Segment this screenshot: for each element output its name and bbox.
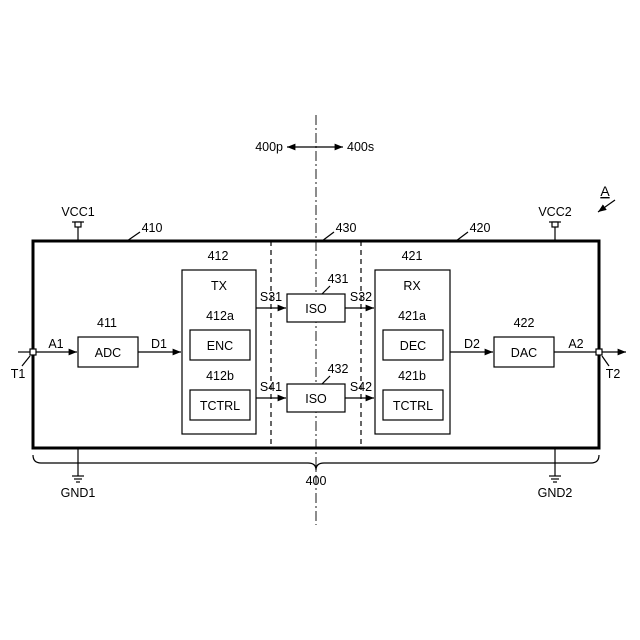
gnd2-label: GND2 bbox=[538, 486, 573, 500]
iso1-ref: 431 bbox=[328, 272, 349, 286]
rx-ref: 421 bbox=[402, 249, 423, 263]
rx-label: RX bbox=[403, 279, 421, 293]
direction-right-label: 400s bbox=[347, 140, 374, 154]
dac-label: DAC bbox=[511, 346, 537, 360]
figure-label: A bbox=[600, 183, 610, 199]
gnd1-label: GND1 bbox=[61, 486, 96, 500]
t1-terminal bbox=[30, 349, 36, 355]
t2-terminal bbox=[596, 349, 602, 355]
vcc2-pin bbox=[552, 222, 558, 227]
d1-label: D1 bbox=[151, 337, 167, 351]
tx-label: TX bbox=[211, 279, 228, 293]
t1-label: T1 bbox=[11, 367, 26, 381]
iso1-label: ISO bbox=[305, 302, 327, 316]
rx-tctrl-label: TCTRL bbox=[393, 399, 433, 413]
s32-label: S32 bbox=[350, 290, 372, 304]
iso2-ref: 432 bbox=[328, 362, 349, 376]
chip-420-label: 420 bbox=[470, 221, 491, 235]
a1-label: A1 bbox=[48, 337, 63, 351]
t2-leader bbox=[602, 356, 609, 366]
chip-430-label: 430 bbox=[336, 221, 357, 235]
adc-ref: 411 bbox=[97, 316, 117, 330]
iso2-label: ISO bbox=[305, 392, 327, 406]
vcc1-label: VCC1 bbox=[61, 205, 94, 219]
dec-label: DEC bbox=[400, 339, 426, 353]
dac-ref: 422 bbox=[514, 316, 535, 330]
enc-ref: 412a bbox=[206, 309, 234, 323]
tx-tctrl-label: TCTRL bbox=[200, 399, 240, 413]
a2-label: A2 bbox=[568, 337, 583, 351]
tx-ref: 412 bbox=[208, 249, 229, 263]
s41-label: S41 bbox=[260, 380, 282, 394]
device-label: 400 bbox=[306, 474, 327, 488]
iso1-leader bbox=[322, 286, 330, 294]
rx-tctrl-ref: 421b bbox=[398, 369, 426, 383]
t2-label: T2 bbox=[606, 367, 621, 381]
adc-label: ADC bbox=[95, 346, 121, 360]
direction-left-label: 400p bbox=[255, 140, 283, 154]
chip-410-label: 410 bbox=[142, 221, 163, 235]
dec-ref: 421a bbox=[398, 309, 426, 323]
figure-label-arrow bbox=[598, 200, 615, 212]
vcc2-label: VCC2 bbox=[538, 205, 571, 219]
s31-label: S31 bbox=[260, 290, 282, 304]
vcc1-pin bbox=[75, 222, 81, 227]
iso2-leader bbox=[322, 376, 330, 384]
s42-label: S42 bbox=[350, 380, 372, 394]
d2-label: D2 bbox=[464, 337, 480, 351]
tx-tctrl-ref: 412b bbox=[206, 369, 234, 383]
enc-label: ENC bbox=[207, 339, 233, 353]
t1-leader bbox=[22, 356, 30, 366]
